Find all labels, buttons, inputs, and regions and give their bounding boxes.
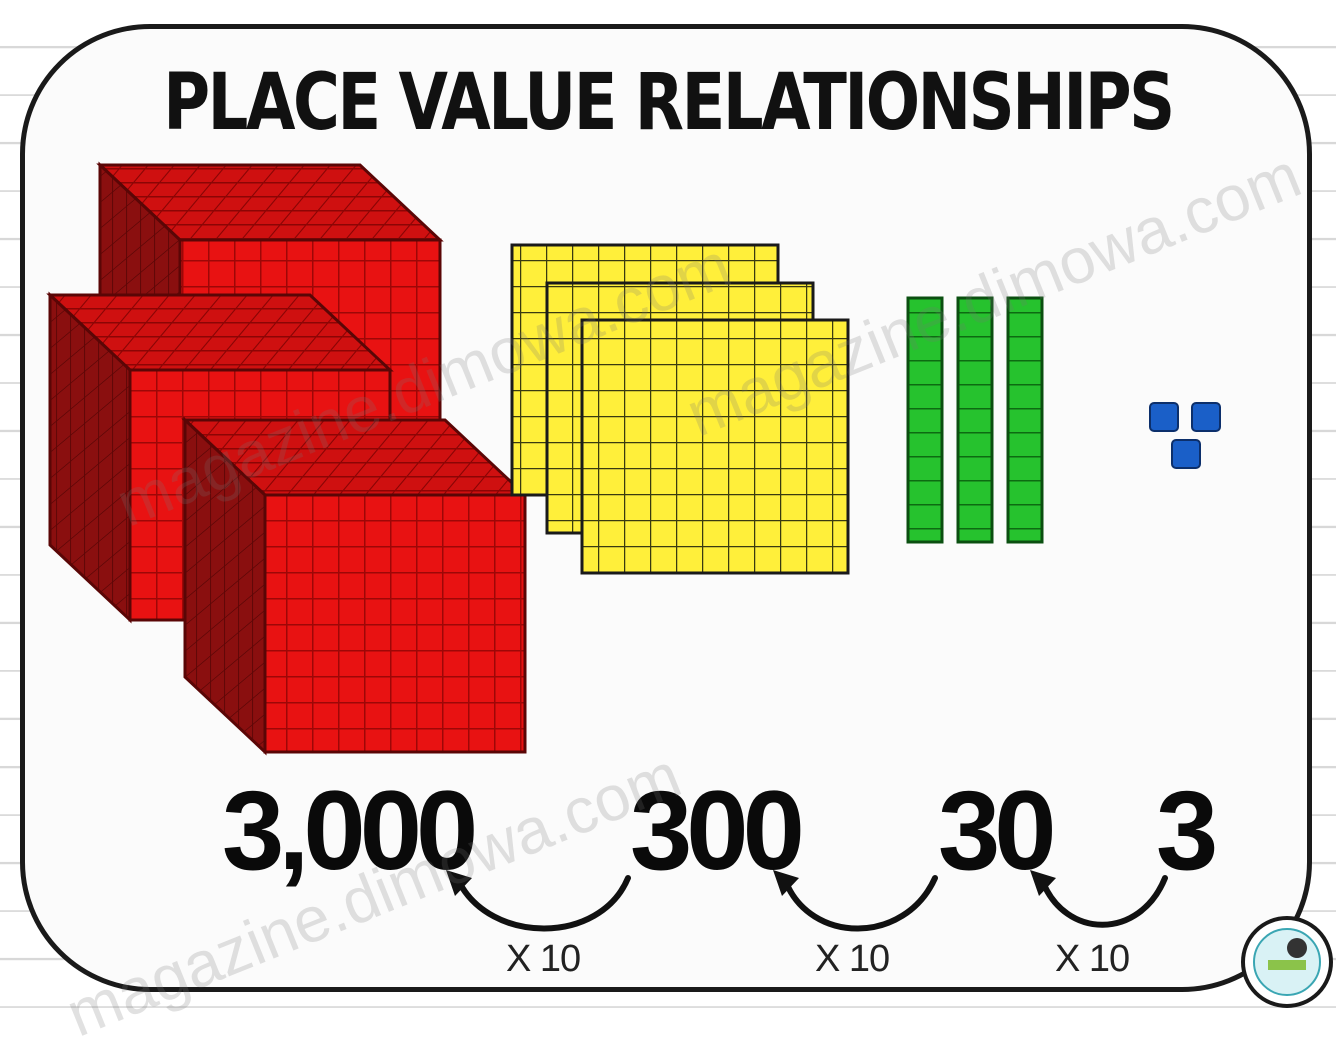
page-title: PLACE VALUE RELATIONSHIPS bbox=[120, 58, 1216, 148]
number-30: 30 bbox=[938, 775, 1051, 887]
thousands-cube-front bbox=[185, 420, 525, 752]
number-300: 300 bbox=[630, 775, 799, 887]
tens-rod-3 bbox=[1008, 298, 1042, 542]
multiplier-label-1: X 10 bbox=[506, 938, 580, 981]
ones-unit-2 bbox=[1192, 403, 1220, 431]
arrow-30-to-300 bbox=[785, 878, 935, 929]
hundreds-flat-front bbox=[582, 320, 848, 573]
ones-unit-3 bbox=[1172, 440, 1200, 468]
arrow-300-to-3000 bbox=[458, 878, 628, 929]
tens-rod-2 bbox=[958, 298, 992, 542]
multiplier-label-2: X 10 bbox=[815, 938, 889, 981]
tens-rod-1 bbox=[908, 298, 942, 542]
logo-badge bbox=[1243, 918, 1331, 1006]
arrow-3-to-30 bbox=[1042, 878, 1165, 925]
ones-unit-1 bbox=[1150, 403, 1178, 431]
multiplier-label-3: X 10 bbox=[1055, 938, 1129, 981]
number-3: 3 bbox=[1156, 775, 1212, 887]
number-3000: 3,000 bbox=[222, 775, 472, 887]
